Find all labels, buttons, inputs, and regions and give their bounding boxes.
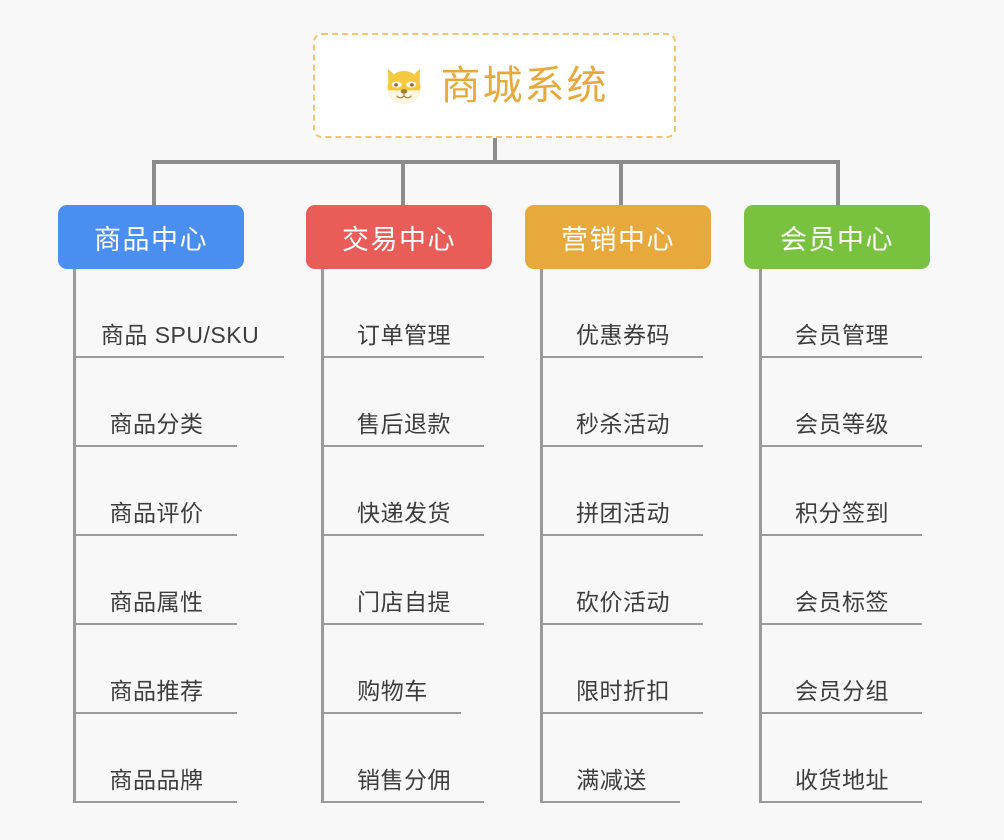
column-trade-center: 交易中心 订单管理 售后退款 快递发货 门店自提 购物车 销售分佣	[306, 205, 492, 803]
leaf-label: 商品 SPU/SKU	[100, 322, 260, 348]
leaf-item-shipping-address[interactable]: 收货地址	[762, 714, 922, 803]
connector-drop-product-center	[152, 160, 156, 208]
leaf-item-full-reduction-gift[interactable]: 满减送	[543, 714, 680, 803]
leaf-item-limited-time-discount[interactable]: 限时折扣	[543, 625, 703, 714]
leaf-item-coupon-code[interactable]: 优惠券码	[543, 269, 703, 358]
leaf-label: 售后退款	[357, 411, 451, 437]
root-node-mall-system[interactable]: 商城系统	[313, 33, 676, 138]
dog-face-icon	[386, 68, 421, 104]
leaf-label: 购物车	[357, 678, 428, 704]
leaf-label: 会员标签	[795, 589, 889, 615]
leaf-label: 快递发货	[357, 500, 451, 526]
connector-root-stem	[493, 138, 497, 161]
connector-drop-trade-center	[401, 160, 405, 208]
leaf-list-marketing-center: 优惠券码 秒杀活动 拼团活动 砍价活动 限时折扣 满减送	[540, 269, 718, 803]
leaf-label: 销售分佣	[357, 767, 451, 793]
category-header-label: 交易中心	[342, 224, 456, 255]
leaf-item-after-sales-refund[interactable]: 售后退款	[324, 358, 484, 447]
leaf-list-product-center: 商品 SPU/SKU 商品分类 商品评价 商品属性 商品推荐 商品品牌	[73, 269, 284, 803]
leaf-label: 满减送	[576, 767, 647, 793]
leaf-item-points-checkin[interactable]: 积分签到	[762, 447, 922, 536]
leaf-label: 订单管理	[357, 322, 451, 348]
column-member-center: 会员中心 会员管理 会员等级 积分签到 会员标签 会员分组 收货地址	[744, 205, 930, 803]
leaf-label: 拼团活动	[576, 500, 670, 526]
leaf-label: 会员等级	[795, 411, 889, 437]
leaf-label: 积分签到	[795, 500, 889, 526]
leaf-item-store-pickup[interactable]: 门店自提	[324, 536, 484, 625]
category-header-product-center[interactable]: 商品中心	[58, 205, 244, 269]
leaf-label: 优惠券码	[576, 322, 670, 348]
leaf-item-product-category[interactable]: 商品分类	[76, 358, 237, 447]
leaf-list-trade-center: 订单管理 售后退款 快递发货 门店自提 购物车 销售分佣	[321, 269, 499, 803]
connector-drop-marketing-center	[619, 160, 623, 208]
category-header-marketing-center[interactable]: 营销中心	[525, 205, 711, 269]
leaf-label: 限时折扣	[576, 678, 670, 704]
leaf-list-member-center: 会员管理 会员等级 积分签到 会员标签 会员分组 收货地址	[759, 269, 937, 803]
category-header-member-center[interactable]: 会员中心	[744, 205, 930, 269]
leaf-item-shopping-cart[interactable]: 购物车	[324, 625, 461, 714]
leaf-label: 会员分组	[795, 678, 889, 704]
leaf-label: 收货地址	[795, 767, 889, 793]
leaf-label: 门店自提	[357, 589, 451, 615]
category-header-trade-center[interactable]: 交易中心	[306, 205, 492, 269]
category-header-label: 营销中心	[561, 224, 675, 255]
category-header-label: 会员中心	[780, 224, 894, 255]
leaf-label: 会员管理	[795, 322, 889, 348]
leaf-item-product-brand[interactable]: 商品品牌	[76, 714, 237, 803]
leaf-item-member-group[interactable]: 会员分组	[762, 625, 922, 714]
connector-drop-member-center	[836, 160, 840, 208]
leaf-item-member-tag[interactable]: 会员标签	[762, 536, 922, 625]
leaf-item-express-shipping[interactable]: 快递发货	[324, 447, 484, 536]
leaf-item-product-review[interactable]: 商品评价	[76, 447, 237, 536]
connector-horizontal-bus	[152, 160, 840, 164]
leaf-item-bargain-activity[interactable]: 砍价活动	[543, 536, 703, 625]
leaf-item-product-recommend[interactable]: 商品推荐	[76, 625, 237, 714]
root-title: 商城系统	[440, 63, 609, 108]
leaf-item-member-management[interactable]: 会员管理	[762, 269, 922, 358]
leaf-label: 商品推荐	[109, 678, 204, 704]
leaf-item-order-management[interactable]: 订单管理	[324, 269, 484, 358]
category-header-label: 商品中心	[94, 224, 208, 255]
leaf-label: 秒杀活动	[576, 411, 670, 437]
leaf-item-product-spu-sku[interactable]: 商品 SPU/SKU	[76, 269, 284, 358]
leaf-label: 商品属性	[109, 589, 204, 615]
leaf-item-sales-commission[interactable]: 销售分佣	[324, 714, 484, 803]
leaf-item-product-attribute[interactable]: 商品属性	[76, 536, 237, 625]
column-marketing-center: 营销中心 优惠券码 秒杀活动 拼团活动 砍价活动 限时折扣 满减送	[525, 205, 711, 803]
column-product-center: 商品中心 商品 SPU/SKU 商品分类 商品评价 商品属性 商品推荐 商品品牌	[58, 205, 284, 803]
leaf-label: 商品分类	[109, 411, 204, 437]
leaf-label: 商品品牌	[109, 767, 204, 793]
leaf-label: 砍价活动	[576, 589, 670, 615]
leaf-label: 商品评价	[109, 500, 204, 526]
leaf-item-group-buy[interactable]: 拼团活动	[543, 447, 703, 536]
leaf-item-member-level[interactable]: 会员等级	[762, 358, 922, 447]
leaf-item-flash-sale[interactable]: 秒杀活动	[543, 358, 703, 447]
